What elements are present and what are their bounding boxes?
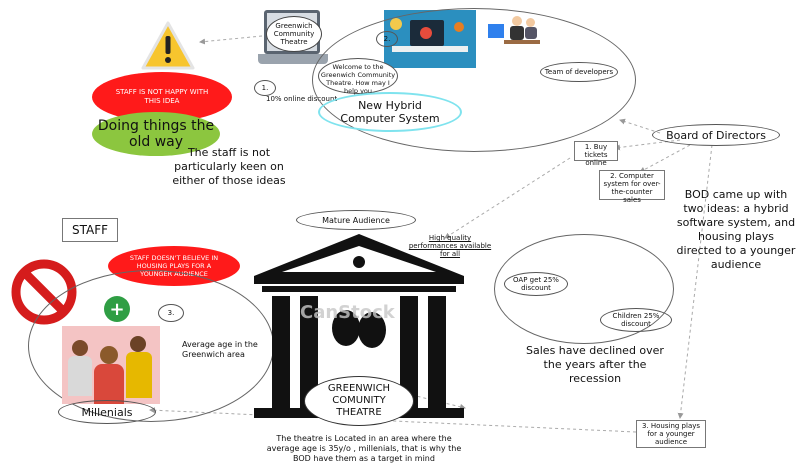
team-of-developers-label: Team of developers: [540, 62, 618, 82]
millenials-illustration: [62, 326, 160, 404]
online-discount-label: 10% online discount: [266, 95, 338, 103]
sales-declined-text: Sales have declined over the years after…: [526, 344, 664, 385]
hybrid-system-label: New Hybrid Computer System: [318, 92, 462, 132]
idea-buy-tickets: 1. Buy tickets online: [574, 141, 618, 167]
board-of-directors: Board of Directors: [652, 124, 780, 146]
theatre-sign: Greenwich Community Theatre: [266, 16, 322, 52]
bod-ideas-text: BOD came up with two ideas: a hybrid sof…: [676, 188, 796, 271]
discounts-ellipse: [494, 234, 674, 344]
warning-icon: [141, 21, 195, 70]
mature-audience-label: Mature Audience: [296, 210, 416, 230]
plus-icon: +: [104, 296, 130, 322]
marker-1: 1.: [254, 80, 276, 96]
high-quality-label: High quality performances available for …: [408, 234, 492, 258]
millenials-label: Millenials: [58, 400, 156, 424]
children-discount: Children 25% discount: [600, 308, 672, 332]
laptop-illustration: Greenwich Community Theatre: [258, 10, 328, 76]
average-age-label: Average age in the Greenwich area: [182, 340, 258, 359]
old-way-bubble: Doing things the old way: [92, 112, 220, 156]
staff-not-keen-text: The staff is not particularly keen on ei…: [172, 146, 286, 187]
theatre-name: GREENWICH COMUNITY THEATRE: [304, 376, 414, 426]
theatre-located-text: The theatre is Located in an area where …: [266, 434, 462, 463]
developers-ellipse: [312, 8, 636, 152]
housing-plays-box: 3. Housing plays for a younger audience: [636, 420, 706, 448]
staff-label: STAFF: [62, 218, 118, 242]
watermark: CanStock: [300, 302, 395, 323]
idea-computer-system: 2. Computer system for over-the-counter …: [599, 170, 665, 204]
oap-discount: OAP get 25% discount: [504, 272, 568, 296]
marker-3: 3.: [158, 304, 184, 322]
